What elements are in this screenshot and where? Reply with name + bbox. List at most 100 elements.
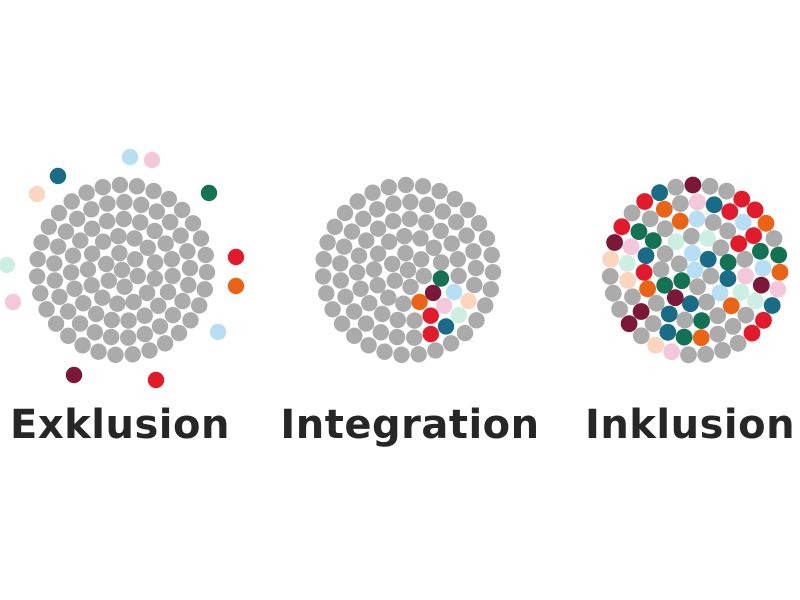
mixed-dot <box>732 283 750 301</box>
outlier-dot <box>200 184 218 202</box>
cluster-dot <box>445 283 463 301</box>
gray-dot <box>109 295 126 312</box>
mixed-dot <box>635 264 653 281</box>
gray-dot <box>315 251 332 268</box>
integration-panel: Integration <box>270 0 550 600</box>
mixed-dot <box>701 177 719 195</box>
gray-dot <box>410 346 427 363</box>
gray-dot <box>150 297 167 314</box>
gray-dot <box>64 247 82 264</box>
mixed-dot <box>704 214 722 231</box>
gray-dot <box>63 193 80 210</box>
mixed-dot <box>604 284 622 302</box>
gray-dot <box>385 213 402 230</box>
gray-dot <box>443 235 460 252</box>
mixed-dot <box>670 255 688 273</box>
gray-dot <box>385 195 402 212</box>
outlier-dot <box>209 323 227 341</box>
gray-dot <box>164 306 182 324</box>
mixed-dot <box>719 270 737 287</box>
gray-dot <box>133 196 150 213</box>
mixed-dot <box>666 289 684 307</box>
gray-dot <box>192 230 210 247</box>
cluster-dot <box>411 293 428 311</box>
gray-dot <box>71 315 89 332</box>
mixed-dot <box>659 323 677 341</box>
gray-dot <box>415 267 432 285</box>
gray-dot <box>32 285 49 302</box>
gray-dot <box>113 261 131 279</box>
gray-dot <box>425 239 442 256</box>
cluster-dot <box>450 306 468 324</box>
mixed-dot <box>752 242 769 260</box>
gray-dot <box>72 232 89 249</box>
mixed-dot <box>709 307 727 325</box>
mixed-dot <box>652 261 670 278</box>
mixed-dot <box>770 246 788 264</box>
gray-dot <box>99 195 116 212</box>
gray-dot <box>386 272 403 289</box>
mixed-dot <box>684 244 701 262</box>
mixed-dot <box>601 268 619 285</box>
gray-dot <box>191 297 208 314</box>
gray-dot <box>450 267 467 285</box>
mixed-dot <box>755 311 772 329</box>
gray-dot <box>103 311 121 329</box>
mixed-dot <box>637 247 655 265</box>
gray-dot <box>83 245 101 262</box>
gray-dot <box>148 203 165 220</box>
mixed-dot <box>719 254 737 271</box>
mixed-dot <box>746 201 764 219</box>
mixed-dot <box>639 280 656 298</box>
gray-dot <box>90 343 107 360</box>
exklusion-diagram <box>0 148 245 389</box>
gray-dot <box>83 277 100 294</box>
mixed-dot <box>683 227 700 245</box>
mixed-dot <box>680 346 697 364</box>
mixed-dot <box>655 200 673 218</box>
gray-dot <box>402 193 419 211</box>
mixed-dot <box>692 329 710 347</box>
gray-dot <box>47 315 65 332</box>
gray-dot <box>145 182 162 200</box>
gray-dot <box>449 251 466 268</box>
gray-dot <box>180 276 197 294</box>
exklusion-panel: Exklusion <box>0 0 245 600</box>
mixed-dot <box>667 178 685 196</box>
gray-dot <box>132 214 149 231</box>
gray-dot <box>482 281 499 298</box>
gray-dot <box>361 295 378 312</box>
outlier-dot <box>65 366 83 384</box>
mixed-dot <box>672 195 689 213</box>
gray-dot <box>151 318 169 335</box>
outlier-dot <box>0 256 16 274</box>
mixed-dot <box>630 223 648 241</box>
gray-dot <box>369 245 387 262</box>
exklusion-label: Exklusion <box>10 402 230 448</box>
gray-dot <box>62 264 80 281</box>
cluster-dot <box>422 307 439 324</box>
mixed-dot <box>619 272 637 289</box>
mixed-dot <box>675 328 693 346</box>
integration-diagram <box>315 176 502 363</box>
gray-dot <box>94 233 112 250</box>
gray-dot <box>120 329 137 346</box>
gray-dot <box>120 312 137 329</box>
gray-dot <box>146 222 163 240</box>
gray-dot <box>102 328 120 346</box>
gray-dot <box>156 335 174 352</box>
mixed-dot <box>602 250 620 268</box>
inklusion-diagram <box>601 176 789 364</box>
gray-dot <box>198 264 216 281</box>
gray-dot <box>163 251 180 268</box>
gray-dot <box>399 261 417 279</box>
gray-dot <box>79 261 97 278</box>
mixed-dot <box>699 230 716 247</box>
gray-dot <box>432 222 449 240</box>
mixed-dot <box>632 303 650 320</box>
gray-dot <box>406 312 423 329</box>
gray-dot <box>380 179 397 196</box>
mixed-dot <box>698 293 715 311</box>
gray-dot <box>170 324 188 342</box>
mixed-dot <box>660 305 678 323</box>
